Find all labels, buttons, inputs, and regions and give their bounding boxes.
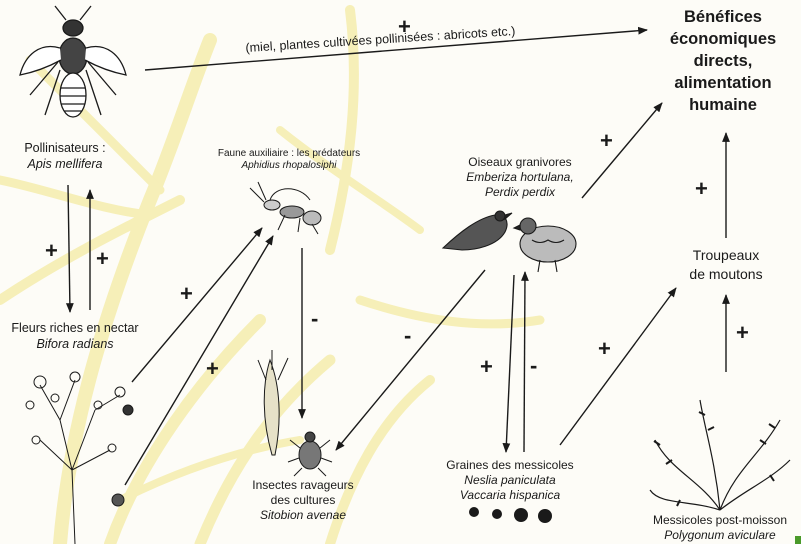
seeds-line-3: Vaccaria hispanica	[440, 488, 580, 503]
seeds-line-2: Neslia paniculata	[440, 473, 580, 488]
pests-line-2: des cultures	[228, 493, 378, 508]
sign-minus-birds-seeds: -	[530, 355, 537, 377]
sheep-line-2: de moutons	[676, 265, 776, 284]
birds-label: Oiseaux granivores Emberiza hortulana, P…	[455, 155, 585, 200]
arrow-birds-to-benefits	[582, 103, 662, 198]
pollinators-line-1: Pollinisateurs :	[10, 140, 120, 156]
arrow-seeds-to-birds	[524, 272, 525, 452]
polygonum-illustration	[650, 400, 790, 510]
birds-line-2: Emberiza hortulana,	[455, 170, 585, 185]
sign-plus-sheep-benefits: +	[695, 178, 708, 200]
pests-line-3: Sitobion avenae	[228, 508, 378, 523]
post-harvest-line-2: Polygonum aviculare	[640, 528, 800, 543]
sign-plus-seeds-birds: +	[480, 356, 493, 378]
birds-illustration	[443, 211, 576, 272]
flowers-label: Fleurs riches en nectar Bifora radians	[5, 320, 145, 352]
sign-plus-flowers-bee: +	[96, 248, 109, 270]
sign-plus-birds-benefits: +	[600, 130, 613, 152]
sign-minus-birds-pests: -	[404, 325, 411, 347]
predator-insect-illustration	[250, 182, 321, 234]
benefits-line-5: humaine	[652, 94, 794, 116]
sign-plus-bee-benefits: +	[398, 16, 411, 38]
sign-plus-polygonum-sheep: +	[736, 322, 749, 344]
pollinators-line-2: Apis mellifera	[10, 156, 120, 172]
benefits-line-2: économiques	[652, 28, 794, 50]
flowers-line-1: Fleurs riches en nectar	[5, 320, 145, 336]
sheep-line-1: Troupeaux	[676, 246, 776, 265]
predators-line-1: Faune auxiliaire : les prédateurs	[205, 148, 373, 160]
arrow-seeds-to-sheep	[560, 288, 676, 445]
benefits-line-3: directs,	[652, 50, 794, 72]
arrow-birds-to-seeds	[506, 275, 514, 452]
birds-line-3: Perdix perdix	[455, 185, 585, 200]
bee-illustration	[20, 6, 126, 117]
post-harvest-label: Messicoles post-moisson Polygonum avicul…	[640, 513, 800, 543]
predators-label: Faune auxiliaire : les prédateurs Aphidi…	[205, 148, 373, 172]
pests-label: Insectes ravageurs des cultures Sitobion…	[228, 478, 378, 523]
benefits-line-1: Bénéfices	[652, 6, 794, 28]
flowers-line-2: Bifora radians	[5, 336, 145, 352]
seeds-illustration	[469, 507, 552, 523]
sign-plus-bee-flowers: +	[45, 240, 58, 262]
arrow-bee-to-flowers	[68, 185, 70, 312]
benefits-label: Bénéfices économiques directs, alimentat…	[652, 6, 794, 116]
sign-minus-predators-pests: -	[311, 308, 318, 330]
arrow-flowers-to-predators	[132, 228, 262, 382]
sign-plus-flowers-predators: +	[180, 283, 193, 305]
pests-line-1: Insectes ravageurs	[228, 478, 378, 493]
benefits-line-4: alimentation	[652, 72, 794, 94]
seeds-line-1: Graines des messicoles	[440, 458, 580, 473]
sheep-label: Troupeaux de moutons	[676, 246, 776, 284]
seeds-label: Graines des messicoles Neslia paniculata…	[440, 458, 580, 503]
post-harvest-line-1: Messicoles post-moisson	[640, 513, 800, 528]
birds-line-1: Oiseaux granivores	[455, 155, 585, 170]
predators-line-2: Aphidius rhopalosiphi	[205, 160, 373, 172]
sign-plus-flowerbug-predators: +	[206, 358, 219, 380]
sign-plus-seeds-sheep: +	[598, 338, 611, 360]
pollinators-label: Pollinisateurs : Apis mellifera	[10, 140, 120, 172]
